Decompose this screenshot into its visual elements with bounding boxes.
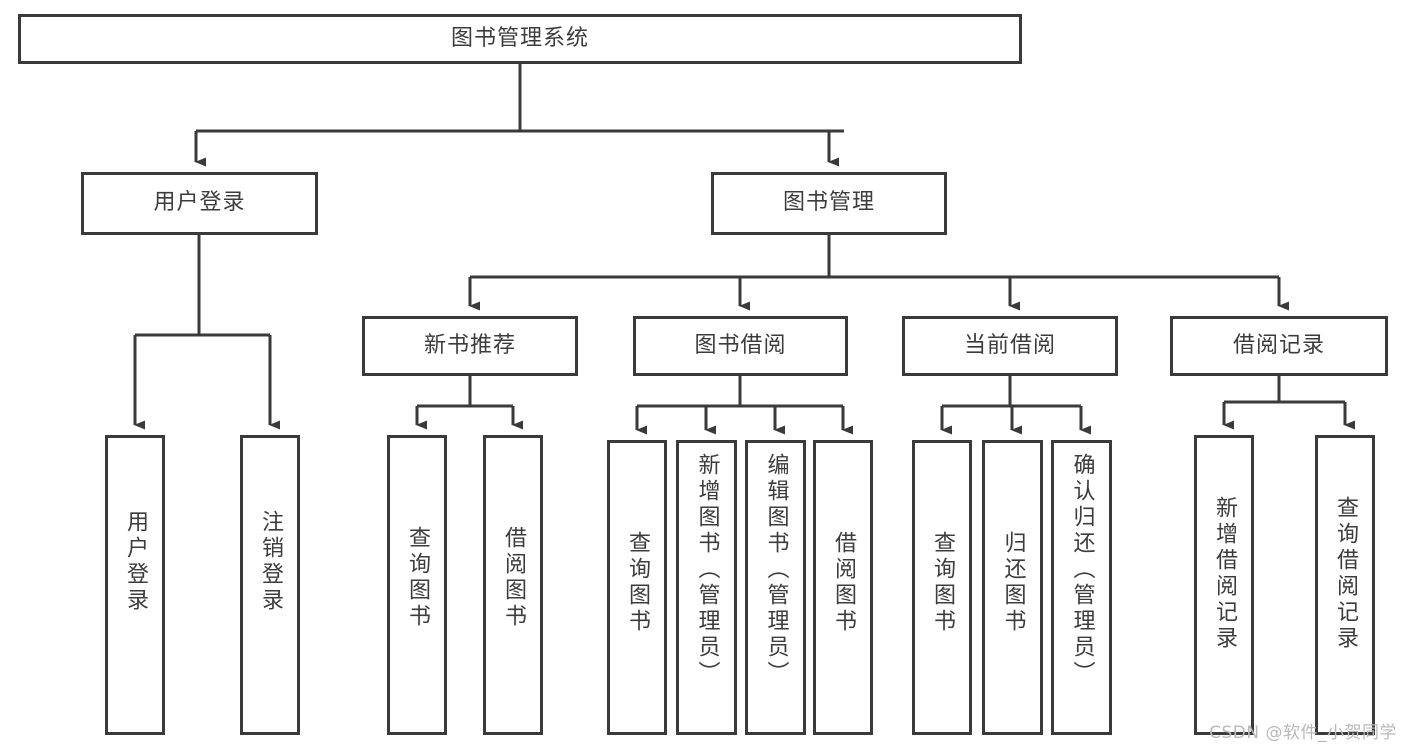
leaf-query-book-current[interactable]: 查询图书 (912, 440, 972, 735)
leaf-user-login[interactable]: 用户登录 (105, 435, 165, 735)
leaf-add-book-admin[interactable]: 新增图书（管理员） (676, 440, 737, 735)
node-label: 图书借阅 (694, 332, 787, 358)
node-book-management[interactable]: 图书管理 (711, 172, 947, 235)
node-label: 查询图书 (625, 531, 650, 635)
node-label: 图书管理 (782, 190, 875, 216)
node-label: 新书推荐 (423, 332, 516, 358)
leaf-query-book-borrow[interactable]: 查询图书 (607, 440, 667, 735)
node-label: 借阅记录 (1232, 332, 1325, 358)
node-label: 当前借阅 (963, 332, 1056, 358)
node-current-borrow[interactable]: 当前借阅 (902, 316, 1118, 376)
node-label: 查询图书 (930, 531, 955, 635)
node-label: 确认归还（管理员） (1069, 453, 1095, 687)
leaf-borrow-book-recommend[interactable]: 借阅图书 (483, 435, 543, 735)
node-label: 归还图书 (1000, 531, 1026, 635)
node-label: 借阅图书 (831, 531, 856, 635)
node-user-login[interactable]: 用户登录 (81, 172, 318, 235)
node-label: 借阅图书 (501, 526, 526, 630)
node-book-borrow[interactable]: 图书借阅 (633, 316, 848, 376)
leaf-query-borrow-record[interactable]: 查询借阅记录 (1315, 435, 1375, 735)
node-label: 注销登录 (258, 510, 283, 614)
node-new-book-recommend[interactable]: 新书推荐 (362, 316, 578, 376)
leaf-logout-login[interactable]: 注销登录 (240, 435, 300, 735)
leaf-return-book[interactable]: 归还图书 (982, 440, 1043, 735)
node-label: 新增借阅记录 (1212, 496, 1237, 652)
leaf-add-borrow-record[interactable]: 新增借阅记录 (1194, 435, 1254, 735)
node-label: 查询借阅记录 (1333, 496, 1358, 652)
leaf-borrow-book[interactable]: 借阅图书 (813, 440, 873, 735)
leaf-query-book-recommend[interactable]: 查询图书 (387, 435, 447, 735)
node-label: 用户登录 (123, 510, 148, 614)
node-root-book-management-system[interactable]: 图书管理系统 (18, 14, 1022, 64)
node-label: 查询图书 (405, 526, 430, 630)
node-label: 图书管理系统 (450, 25, 589, 51)
node-label: 编辑图书（管理员） (763, 453, 789, 687)
node-label: 用户登录 (153, 190, 246, 216)
leaf-confirm-return-admin[interactable]: 确认归还（管理员） (1051, 440, 1112, 735)
leaf-edit-book-admin[interactable]: 编辑图书（管理员） (745, 440, 806, 735)
node-label: 新增图书（管理员） (694, 453, 720, 687)
node-borrow-record[interactable]: 借阅记录 (1170, 316, 1388, 376)
